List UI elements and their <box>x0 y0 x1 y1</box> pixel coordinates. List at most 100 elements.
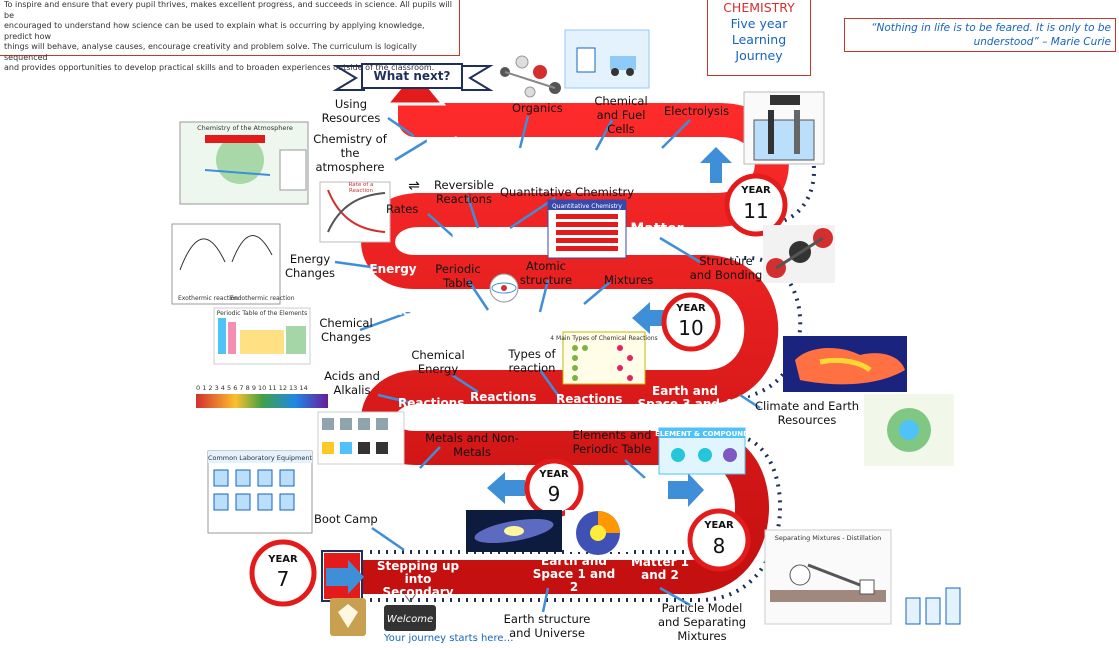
atmosphere-diagram-image <box>179 121 309 205</box>
label-atomic-structure: Atomic structure <box>519 259 573 287</box>
periodic-table-image: Periodic Table of the Elements <box>213 307 311 365</box>
road-earth-space-3-4: Earth and Space 3 and 4 <box>637 384 733 411</box>
road-reactions-3: Reactions 3 <box>470 390 537 417</box>
what-next-banner <box>332 63 494 91</box>
label-chemical-energy: Chemical Energy <box>411 348 465 376</box>
road-reactions-1: Reactions 1 <box>392 477 471 491</box>
title-line-1: Five year <box>730 16 788 31</box>
ph-scale-numbers: 0 1 2 3 4 5 6 7 8 9 10 11 12 13 14 <box>196 384 308 392</box>
year-9-label: YEAR <box>538 469 569 480</box>
reaction-types-card-image: 4 Main Types of Chemical Reactions <box>550 331 658 385</box>
quantitative-card-image: Quantitative Chemistry <box>547 199 627 259</box>
label-structure-bonding: Structure and Bonding <box>689 254 763 282</box>
quantitative-card-title: Quantitative Chemistry <box>552 203 622 210</box>
intro-line-4: and provides opportunities to develop pr… <box>4 63 435 72</box>
welcome-sign-text: Welcome <box>387 614 433 625</box>
energy-profile-endo: Endothermic reaction <box>230 295 295 302</box>
intro-line-3: things will behave, analyse causes, enco… <box>4 42 417 62</box>
galaxy-image <box>466 510 562 552</box>
year-7-circle <box>249 539 317 607</box>
year-8-circle <box>687 508 751 572</box>
year-11-circle <box>724 173 788 237</box>
road-matter-y11: Matter <box>630 221 684 237</box>
road-earth-space-y11: Earth and Space <box>423 135 465 175</box>
year-10-number: 10 <box>678 316 703 340</box>
electrolysis-image <box>743 91 825 165</box>
rates-graph-image <box>319 181 391 243</box>
quote-line-1: “Nothing in life is to be feared. It is … <box>871 22 1111 34</box>
intro-line-1: To inspire and ensure that every pupil t… <box>4 0 452 20</box>
quote-box: “Nothing in life is to be feared. It is … <box>844 18 1116 52</box>
label-chemical-fuel-cells: Chemical and Fuel Cells <box>594 94 648 136</box>
beakers-image <box>903 580 963 630</box>
road-energy-y11b: Energy <box>575 152 623 166</box>
world-climate-map-image <box>783 336 907 392</box>
road-matter-1-2: Matter 1 and 2 <box>630 555 690 582</box>
year-11-number: 11 <box>743 199 768 223</box>
energy-profile-image: Exothermic reaction Endothermic reaction <box>171 223 295 305</box>
co2-molecule-image <box>763 225 835 283</box>
welcome-sign-image <box>384 587 436 631</box>
road-matter-3-4: Matter 3 and 4 <box>607 474 659 501</box>
road-stepping-up: Stepping up into Secondary <box>376 559 460 599</box>
label-electrolysis: Electrolysis <box>664 104 730 118</box>
earth-resources-image <box>864 394 954 466</box>
welcome-subtext: Your journey starts here… <box>384 633 514 644</box>
label-chemical-changes: Chemical Changes <box>319 316 373 344</box>
label-reversible-reactions: Reversible Reactions <box>434 178 494 206</box>
label-climate-earth-resources: Climate and Earth Resources <box>754 399 860 427</box>
year-10-circle <box>661 292 721 352</box>
distillation-title: Separating Mixtures - Distillation <box>775 534 881 542</box>
label-boot-camp: Boot Camp <box>314 512 378 526</box>
road-earth-space-1-2: Earth and Space 1 and 2 <box>532 554 616 594</box>
what-next-text: What next? <box>373 69 451 83</box>
year-10-label: YEAR <box>675 303 706 314</box>
road-reactions-y11: Reactions <box>451 230 529 246</box>
label-quantitative-chemistry: Quantitative Chemistry <box>500 185 635 199</box>
topic-pointer-lines <box>334 115 761 613</box>
label-mixtures: Mixtures <box>604 273 654 287</box>
label-particle-model: Particle Model and Separating Mixtures <box>657 601 747 643</box>
energy-profile-exo: Exothermic reaction <box>178 295 238 302</box>
label-periodic-table: Periodic Table <box>435 262 481 290</box>
road-reactions-y10: Reactions <box>393 304 460 318</box>
year-8-label: YEAR <box>703 520 734 531</box>
lab-equipment-image: Common Laboratory Equipment <box>207 450 313 534</box>
elements-compound-card-image: ELEMENT & COMPOUND <box>655 427 749 475</box>
year-7-number: 7 <box>277 567 290 591</box>
road-reactions-2: Reactions 2 <box>398 396 465 423</box>
label-acids-alkalis: Acids and Alkalis <box>324 369 380 397</box>
reversible-symbol: ⇌ <box>408 178 420 194</box>
ph-scale-image: 0 1 2 3 4 5 6 7 8 9 10 11 12 13 14 <box>196 384 328 408</box>
label-elements-periodic-table: Elements and Periodic Table <box>572 428 652 456</box>
lab-equipment-title: Common Laboratory Equipment <box>208 454 313 462</box>
reaction-types-card-title: 4 Main Types of Chemical Reactions <box>550 335 657 342</box>
atmosphere-image-title: Chemistry of the Atmosphere <box>197 124 293 132</box>
title-line-2: Learning <box>731 32 787 47</box>
elements-compound-card-title: ELEMENT & COMPOUND <box>655 430 749 438</box>
road-reactions-y11c: Reactions <box>622 149 700 165</box>
label-organics: Organics <box>512 101 563 115</box>
periodic-table-title: Periodic Table of the Elements <box>217 310 307 317</box>
road-reactions-y11b: Reactions <box>478 149 556 165</box>
blue-direction-arrows <box>326 147 732 594</box>
label-using-resources: Using Resources <box>321 97 381 125</box>
distillation-image: Separating Mixtures - Distillation <box>764 529 892 625</box>
label-rates: Rates <box>386 202 419 216</box>
rates-image-title: Rate of a Reaction <box>348 182 374 194</box>
year-8-number: 8 <box>713 534 726 558</box>
quote-line-2: understood” – Marie Curie <box>973 36 1111 48</box>
year-9-number: 9 <box>548 482 561 506</box>
label-types-of-reaction: Types of reaction <box>508 347 556 375</box>
intro-line-2: encouraged to understand how science can… <box>4 21 425 41</box>
organic-molecule-image <box>500 55 561 98</box>
label-earth-structure: Earth structure and Universe <box>503 612 591 640</box>
road-reactions-4: Reactions 4 <box>556 392 623 419</box>
intro-text: To inspire and ensure that every pupil t… <box>0 0 460 72</box>
fuel-cell-image <box>564 29 650 89</box>
label-metals-non-metals: Metals and Non-Metals <box>425 431 519 459</box>
title-box: CHEMISTRY Five year Learning Journey <box>707 0 811 76</box>
year-7-label: YEAR <box>267 554 298 565</box>
